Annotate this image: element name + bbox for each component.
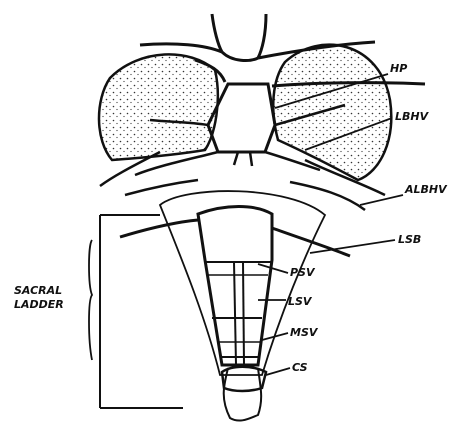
sacral-trunk (198, 207, 272, 366)
sacral-ladder-brace (89, 240, 92, 360)
sacral-ladder-bracket (100, 215, 183, 408)
label-lbhv: LBHV (395, 110, 430, 123)
lateral-sacral-bands (120, 220, 350, 256)
label-psv: PSV (290, 266, 316, 279)
label-msv: MSV (290, 326, 319, 339)
label-hp: HP (390, 62, 407, 75)
label-lsb: LSB (398, 233, 421, 246)
label-cs: CS (292, 361, 308, 374)
label-sacral-ladder-line2: LADDER (14, 298, 64, 311)
label-sacral-ladder-line1: SACRAL (14, 284, 62, 297)
left-lobe (99, 54, 218, 160)
label-lsv: LSV (288, 295, 313, 308)
label-albhv: ALBHV (404, 183, 448, 196)
